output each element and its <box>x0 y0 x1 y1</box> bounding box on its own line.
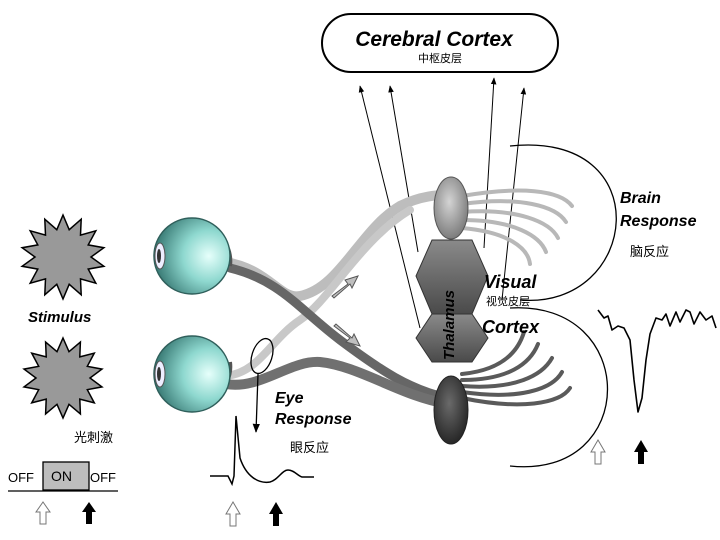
optic-radiation-upper <box>460 188 574 266</box>
direction-arrow-down <box>333 323 361 347</box>
offset-arrow-dark-brain <box>634 440 648 464</box>
brain-response-label-cn: 脑反应 <box>630 244 669 260</box>
lower-response-arc <box>509 307 608 468</box>
eye-response-label-cn: 眼反应 <box>290 440 329 456</box>
lateral-geniculate-lower <box>433 375 469 445</box>
onset-arrow-light-brain <box>590 439 606 465</box>
switch-off-left: OFF <box>8 470 34 485</box>
visual-cortex-label-cn: 视觉皮层 <box>486 294 530 308</box>
thalamus-label: Thalamus <box>441 290 458 360</box>
direction-arrow-up <box>331 275 359 299</box>
switch-on-box <box>42 461 90 491</box>
brain-response-label-line1: Brain <box>620 190 661 207</box>
electrode-arrow <box>252 373 260 433</box>
stimulus-switch: OFF ON OFF <box>8 461 118 492</box>
optic-nerve-upper-contralateral <box>225 263 453 403</box>
direction-arrows <box>331 275 361 347</box>
onset-arrows <box>35 439 648 527</box>
visual-cortex-label-line1: Visual <box>484 272 537 292</box>
eye-response-label-line2: Response <box>275 411 352 428</box>
cerebral-cortex-title: Cerebral Cortex <box>355 28 514 51</box>
brain-response-trace <box>597 309 717 413</box>
projection-arrow-4 <box>501 87 527 301</box>
projection-arrow-2 <box>388 85 419 253</box>
onset-arrow-light-eye <box>225 501 241 527</box>
visual-cortex-label-line2: Cortex <box>482 317 540 337</box>
eye-upper <box>153 217 231 295</box>
eye-response-label-line1: Eye <box>275 390 304 407</box>
stimulus-label-cn: 光刺激 <box>74 431 113 446</box>
offset-arrow-dark-eye <box>269 502 283 526</box>
optic-radiation-lower <box>460 330 572 407</box>
optic-nerve-lower-contralateral <box>222 206 414 380</box>
switch-off-right: OFF <box>90 470 116 485</box>
eye-response-trace <box>210 415 314 487</box>
stimulus-star-upper <box>20 213 106 301</box>
thalamus-block: Thalamus <box>415 239 489 363</box>
onset-arrow-light-switch <box>35 501 51 525</box>
stimulus-label: Stimulus <box>28 309 91 326</box>
cerebral-cortex-subtitle: 中枢皮层 <box>418 51 462 65</box>
switch-on-label: ON <box>51 468 72 484</box>
offset-arrow-dark-switch <box>82 502 96 524</box>
eye-lower <box>153 335 231 413</box>
brain-response-label-line2: Response <box>620 213 697 230</box>
optic-nerves <box>203 190 453 409</box>
lateral-geniculate-upper <box>433 176 469 240</box>
cerebral-cortex-box: Cerebral Cortex 中枢皮层 <box>321 13 559 73</box>
electrode-loop <box>250 337 274 375</box>
upper-response-arc <box>509 144 617 301</box>
stimulus-star-lower <box>22 336 104 420</box>
